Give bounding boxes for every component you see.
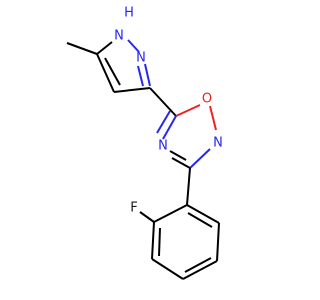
fluorine-label: F	[130, 201, 137, 216]
oxadiazole-c3-n4-double-bond	[169, 150, 187, 161]
oxadiazole-c5-o-bond	[175, 104, 201, 117]
ring-link-bond	[149, 87, 177, 117]
nitrogen-label-oxadiazole-n4: N	[158, 139, 168, 154]
phenyl-link-bond	[186, 167, 191, 206]
pyrazole-c4-c5-double-bond	[104, 57, 121, 86]
oxadiazole-n4-c5-double-bond	[156, 110, 171, 134]
phenyl-inner-double-3	[187, 212, 213, 228]
phenyl-bond-2	[151, 221, 155, 260]
phenyl-bond-3	[151, 258, 184, 280]
pyrazole-n2-c3-double-bond	[137, 65, 144, 87]
phenyl-bond-5	[216, 222, 220, 262]
phenyl-bond-6	[186, 204, 220, 224]
oxadiazole-n2-c3-bond	[189, 148, 211, 169]
nh-hydrogen-label: H	[124, 6, 134, 21]
oxygen-label: O	[202, 92, 212, 107]
methyl-bond	[66, 42, 98, 55]
pyrazole-c5-n1-bond	[96, 41, 113, 55]
pyrazole-n2-c3-bond	[144, 63, 151, 87]
fluorine-bond	[139, 211, 155, 223]
pyrazole-c4-c5-bond	[96, 53, 115, 93]
chemical-structure-diagram: H N N O N N F	[66, 6, 223, 280]
nitrogen-label-oxadiazole-n2: N	[213, 136, 223, 151]
oxadiazole-c3-n4-bond	[171, 157, 191, 169]
pyrazole-c3-c4-bond	[113, 87, 151, 93]
phenyl-bond-4	[182, 260, 218, 280]
oxadiazole-o-n-bond	[209, 105, 217, 131]
pyrazole-n1-n2-bond	[127, 39, 140, 53]
phenyl-inner-double-1	[158, 227, 161, 257]
oxadiazole-n4-c5-bond	[162, 115, 177, 140]
phenyl-bond-1	[153, 204, 188, 223]
nitrogen-label-n1: N	[114, 29, 124, 44]
phenyl-inner-double-2	[184, 257, 212, 273]
nitrogen-label-n2: N	[136, 51, 146, 66]
